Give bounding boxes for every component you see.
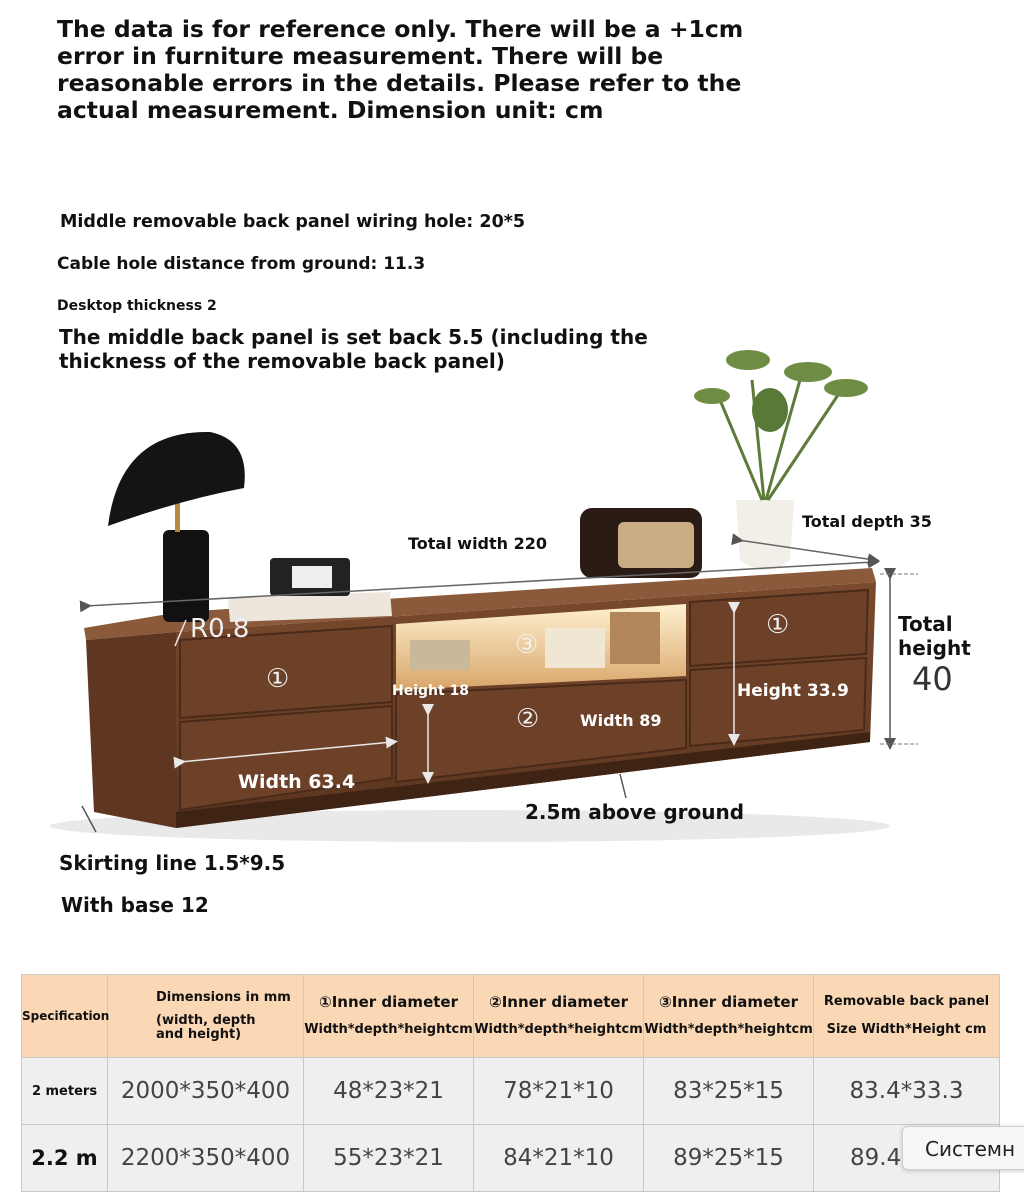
header-back-panel-units: Size Width*Height cm bbox=[826, 1022, 987, 1037]
shelf-projector bbox=[545, 628, 605, 668]
header-inner-3-title: ③Inner diameter bbox=[659, 993, 798, 1011]
header-inner-1: ①Inner diameter Width*depth*heightcm bbox=[303, 974, 474, 1058]
marker-2: ② bbox=[516, 704, 540, 734]
cabinet-left-side bbox=[86, 632, 176, 828]
skirting-label: Skirting line 1.5*9.5 bbox=[59, 851, 286, 875]
plant-leaves bbox=[694, 350, 868, 432]
header-inner-1-title: ①Inner diameter bbox=[319, 993, 458, 1011]
row-back-panel: 83.4*33.3 bbox=[813, 1057, 1000, 1125]
header-dims-line3: and height) bbox=[156, 1027, 242, 1042]
header-dims-line2: (width, depth bbox=[156, 1013, 256, 1028]
total-width-line bbox=[79, 556, 880, 613]
header-inner-2-title: ②Inner diameter bbox=[489, 993, 628, 1011]
drawer-right-bottom bbox=[689, 656, 868, 748]
shelf-records bbox=[610, 612, 660, 664]
marker-1-right: ① bbox=[766, 610, 790, 640]
total-height-value: 40 bbox=[912, 660, 953, 698]
skirting-line bbox=[176, 732, 870, 828]
width-63-line bbox=[173, 736, 398, 769]
table-header-row: Specification Dimensions in mm (width, d… bbox=[21, 974, 1000, 1058]
header-dims-line1: Dimensions in mm bbox=[156, 990, 291, 1005]
header-inner-2: ②Inner diameter Width*depth*heightcm bbox=[473, 974, 644, 1058]
row-dims: 2200*350*400 bbox=[107, 1124, 304, 1192]
header-inner-1-units: Width*depth*heightcm bbox=[304, 1022, 473, 1037]
base-label: With base 12 bbox=[61, 893, 209, 917]
row-dims: 2000*350*400 bbox=[107, 1057, 304, 1125]
header-inner-3: ③Inner diameter Width*depth*heightcm bbox=[643, 974, 814, 1058]
total-width-label: Total width 220 bbox=[408, 534, 548, 553]
total-depth-label: Total depth 35 bbox=[802, 512, 932, 531]
table-row: 2 meters 2000*350*400 48*23*21 78*21*10 … bbox=[21, 1057, 1000, 1125]
row-inner-2: 84*21*10 bbox=[473, 1124, 644, 1192]
radius-pointer bbox=[174, 619, 187, 647]
width-89-label: Width 89 bbox=[580, 711, 662, 730]
row-inner-1: 55*23*21 bbox=[303, 1124, 474, 1192]
shelf-books bbox=[410, 640, 470, 670]
row-spec: 2.2 m bbox=[21, 1124, 108, 1192]
header-inner-2-units: Width*depth*heightcm bbox=[474, 1022, 643, 1037]
header-back-panel-title: Removable back panel bbox=[823, 994, 990, 1009]
row-inner-1: 48*23*21 bbox=[303, 1057, 474, 1125]
height-18-label: Height 18 bbox=[392, 683, 470, 699]
drawer-left-top bbox=[179, 624, 393, 720]
table-row: 2.2 m 2200*350*400 55*23*21 84*21*10 89*… bbox=[21, 1124, 1000, 1192]
header-inner-3-units: Width*depth*heightcm bbox=[644, 1022, 813, 1037]
desktop-thickness-note: Desktop thickness 2 bbox=[57, 298, 217, 314]
spec-table: Specification Dimensions in mm (width, d… bbox=[21, 974, 1000, 1192]
lamp-base bbox=[163, 530, 209, 622]
height-33-label: Height 33.9 bbox=[737, 681, 849, 701]
system-popup[interactable]: Системн bbox=[902, 1126, 1024, 1170]
skirting-pointer bbox=[81, 805, 97, 833]
row-inner-3: 89*25*15 bbox=[643, 1124, 814, 1192]
radio-grille bbox=[618, 522, 694, 568]
row-inner-2: 78*21*10 bbox=[473, 1057, 644, 1125]
width-63-label: Width 63.4 bbox=[238, 771, 356, 793]
header-back-panel: Removable back panel Size Width*Height c… bbox=[813, 974, 1000, 1058]
above-ground-label: 2.5m above ground bbox=[525, 800, 745, 824]
above-ground-pointer bbox=[619, 773, 627, 799]
floor-shadow bbox=[50, 810, 890, 842]
marker-1-left: ① bbox=[266, 664, 290, 694]
lamp-shade bbox=[108, 431, 245, 526]
plant-pot bbox=[736, 500, 794, 570]
row-spec: 2 meters bbox=[21, 1057, 108, 1125]
setback-note: The middle back panel is set back 5.5 (i… bbox=[59, 325, 648, 373]
cable-hole-note: Cable hole distance from ground: 11.3 bbox=[57, 254, 426, 274]
clock-face bbox=[292, 566, 332, 588]
marker-3: ③ bbox=[515, 630, 539, 660]
lamp-stem bbox=[175, 492, 180, 532]
radius-label: R0.8 bbox=[190, 614, 250, 644]
total-height-label: Total height bbox=[898, 612, 971, 660]
total-depth-line bbox=[731, 533, 880, 566]
wiring-hole-note: Middle removable back panel wiring hole:… bbox=[60, 212, 526, 232]
tv-cabinet-illustration bbox=[50, 350, 918, 842]
header-dims: Dimensions in mm (width, depth and heigh… bbox=[107, 974, 304, 1058]
row-inner-3: 83*25*15 bbox=[643, 1057, 814, 1125]
header-spec: Specification bbox=[21, 974, 109, 1058]
disclaimer-text: The data is for reference only. There wi… bbox=[57, 15, 744, 124]
